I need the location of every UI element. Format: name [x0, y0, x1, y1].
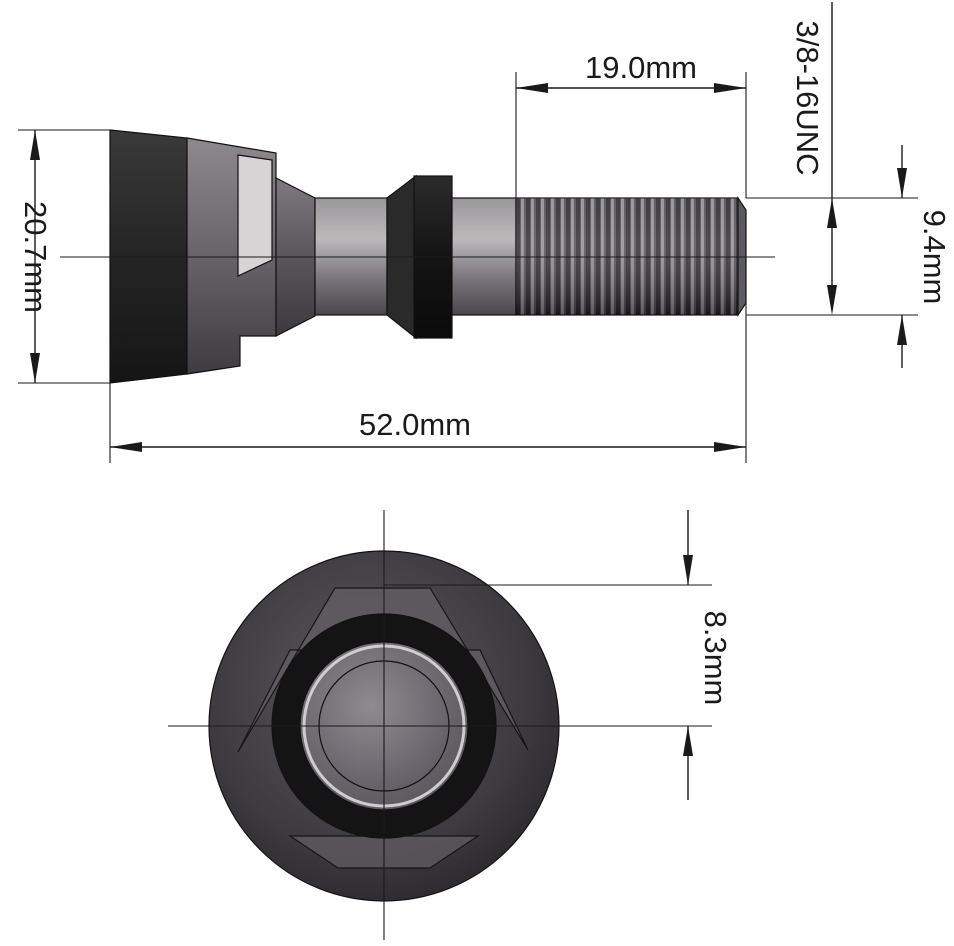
thread-spec-label: 3/8-16UNC — [790, 20, 825, 175]
overall-length-label: 52.0mm — [359, 407, 471, 442]
thread-diameter-label: 9.4mm — [917, 210, 952, 305]
head-notch-flat — [237, 154, 273, 277]
end-offset-label: 8.3mm — [698, 611, 733, 706]
side-view: 20.7mm 52.0mm 19.0mm 3/8-16UNC — [18, 2, 952, 463]
dimension-end-offset: 8.3mm — [683, 510, 733, 800]
thread-spec-callout: 3/8-16UNC — [790, 2, 837, 315]
dimension-thread-diameter: 9.4mm — [746, 145, 952, 368]
dimension-thread-length: 19.0mm — [515, 50, 747, 198]
thread-length-label: 19.0mm — [585, 50, 697, 85]
head-diameter-label: 20.7mm — [18, 201, 53, 313]
dimension-head-diameter: 20.7mm — [18, 129, 110, 384]
end-view: 8.3mm — [168, 510, 733, 940]
dimension-overall-length: 52.0mm — [109, 300, 747, 463]
